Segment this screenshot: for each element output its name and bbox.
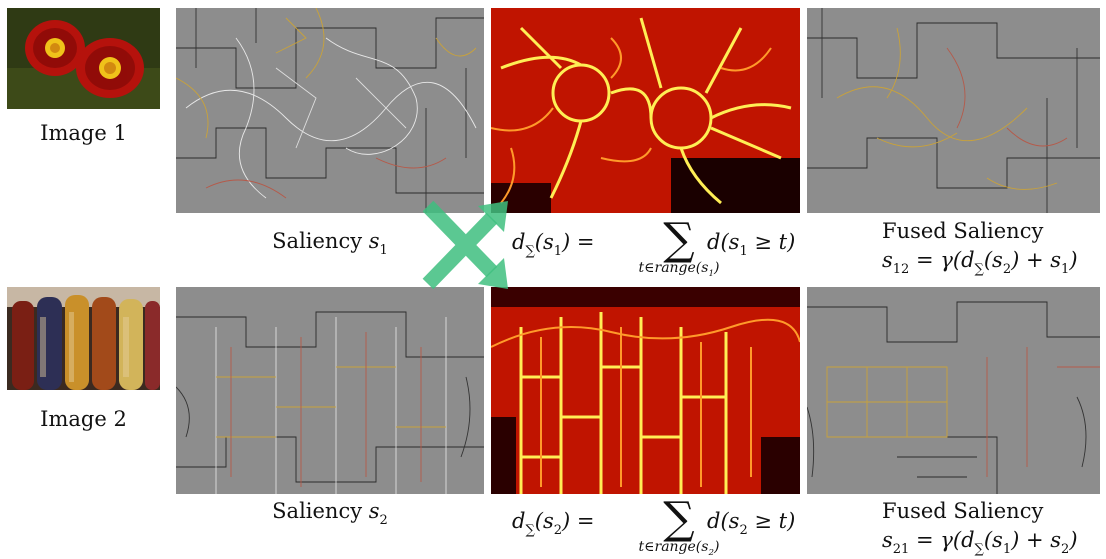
- image-1-label: Image 1: [40, 121, 127, 145]
- distance-formula-1: d∑(s1) = ∑ t∈range(s1) d(s1 ≥ t): [512, 214, 796, 279]
- image-2-label: Image 2: [40, 407, 127, 431]
- distance-formula-2: d∑(s2) = ∑ t∈range(s2) d(s2 ≥ t): [512, 493, 796, 558]
- distance-map-1: [491, 8, 800, 213]
- saliency-1-label: Saliency s1: [272, 229, 388, 258]
- saliency-map-1: [176, 8, 484, 213]
- image-2-thumbnail: [7, 287, 160, 390]
- image-1-thumbnail: [7, 8, 160, 109]
- cross-arrows-icon: [418, 196, 514, 294]
- fused-saliency-map-12: [807, 8, 1100, 213]
- fused-saliency-map-21: [807, 287, 1100, 494]
- saliency-map-2: [176, 287, 484, 494]
- fused-saliency-21-formula: s21 = γ(d∑(s1) + s2): [882, 528, 1078, 557]
- fused-saliency-12-title: Fused Saliency: [882, 219, 1044, 243]
- fused-saliency-12-formula: s12 = γ(d∑(s2) + s1): [882, 248, 1078, 277]
- distance-map-2: [491, 287, 800, 494]
- fused-saliency-21-title: Fused Saliency: [882, 499, 1044, 523]
- saliency-2-label: Saliency s2: [272, 499, 388, 528]
